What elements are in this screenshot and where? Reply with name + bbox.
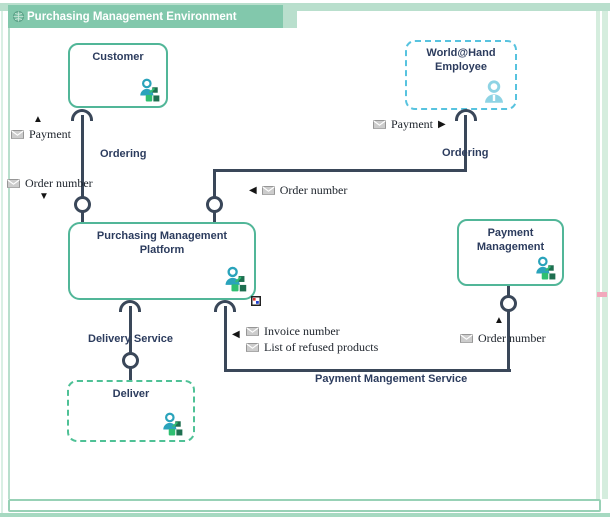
exchange-item-label: Order number	[279, 183, 348, 197]
edge-delivery-service-segment[interactable]	[129, 306, 132, 381]
diagram-title: Purchasing Management Environment	[27, 10, 237, 23]
provided-port-platform-ordering-right[interactable]	[206, 196, 223, 213]
edge-label-ordering-employee: Ordering	[442, 147, 489, 159]
exchange-item-group-payment-service: Invoice number List of refused products	[246, 324, 378, 355]
canvas-left-border	[8, 28, 10, 499]
arrow-down-icon: ▼	[39, 191, 49, 202]
globe-icon	[13, 11, 24, 22]
window-left-border	[1, 3, 3, 514]
envelope-icon	[246, 343, 259, 352]
edge-ordering-employee-segment-h[interactable]	[213, 169, 467, 172]
title-tab-tail	[283, 5, 297, 28]
node-label: World@Hand Employee	[426, 47, 496, 73]
actor-component-icon	[224, 266, 248, 292]
node-purchasing-platform[interactable]: Purchasing Management Platform	[68, 222, 256, 300]
node-label: Deliver	[112, 388, 150, 400]
window-bottom-border	[0, 513, 610, 517]
vertical-scrollbar-thumb[interactable]	[600, 11, 602, 499]
horizontal-scrollbar[interactable]	[8, 499, 601, 512]
node-customer[interactable]: Customer	[68, 43, 168, 108]
node-label: Payment Management	[476, 227, 545, 253]
arrow-up-icon: ▲	[33, 114, 43, 125]
node-label: Purchasing Management Platform	[96, 230, 228, 256]
envelope-icon	[373, 120, 386, 129]
exchange-item-order-number-employee: ◀ Order number	[249, 183, 347, 198]
actor-component-icon	[139, 78, 161, 102]
arrow-left-icon: ◀	[249, 184, 257, 196]
edge-payment-service-segment-v2[interactable]	[507, 286, 510, 372]
scrollbar-annotation-tick	[597, 292, 607, 297]
arrow-up-icon: ▲	[494, 315, 504, 326]
edge-label-delivery-service: Delivery Service	[88, 333, 174, 345]
required-port-platform-payment[interactable]	[214, 300, 236, 312]
required-port-customer[interactable]	[71, 109, 93, 121]
edge-label-payment-service: Payment Mangement Service	[315, 373, 468, 385]
edge-payment-service-segment-h[interactable]	[224, 369, 511, 372]
exchange-item-label: Payment	[29, 127, 71, 141]
exchange-item-invoice-number: Invoice number	[246, 324, 378, 339]
diagram-header-strip	[0, 3, 610, 11]
exchange-item-label: Invoice number	[264, 324, 340, 338]
exchange-item-order-number-customer: Order number	[7, 176, 93, 191]
diagram-badge-icon[interactable]	[251, 296, 261, 306]
diagram-title-tab[interactable]: Purchasing Management Environment	[8, 5, 283, 28]
edge-ordering-customer-segment[interactable]	[81, 115, 84, 224]
exchange-item-label: Order number	[25, 176, 93, 190]
exchange-item-label: Order number	[478, 331, 546, 345]
provided-port-platform-ordering-left[interactable]	[74, 196, 91, 213]
exchange-item-refused-products: List of refused products	[246, 340, 378, 355]
envelope-icon	[7, 179, 20, 188]
person-icon	[483, 80, 505, 104]
edge-payment-service-segment-v1[interactable]	[224, 306, 227, 372]
edge-ordering-employee-segment-v1[interactable]	[464, 115, 467, 172]
vertical-scrollbar[interactable]	[596, 11, 608, 499]
required-port-platform-delivery[interactable]	[119, 300, 141, 312]
node-label: Customer	[92, 51, 144, 63]
arrow-left-icon: ◀	[232, 329, 240, 340]
actor-component-icon	[162, 412, 184, 436]
exchange-item-payment-customer: Payment	[11, 127, 71, 142]
actor-component-icon	[535, 256, 557, 280]
envelope-icon	[460, 334, 473, 343]
exchange-item-payment-employee: Payment ▶	[373, 117, 446, 132]
exchange-item-label: Payment	[391, 117, 433, 131]
edge-label-ordering-customer: Ordering	[100, 148, 147, 160]
required-port-employee[interactable]	[455, 109, 477, 121]
exchange-item-label: List of refused products	[264, 340, 379, 354]
exchange-item-order-number-payment: Order number	[460, 331, 546, 346]
provided-port-deliver[interactable]	[122, 352, 139, 369]
node-deliver[interactable]: Deliver	[67, 380, 195, 442]
arrow-right-icon: ▶	[438, 118, 446, 130]
provided-port-payment-management[interactable]	[500, 295, 517, 312]
envelope-icon	[246, 327, 259, 336]
node-payment-management[interactable]: Payment Management	[457, 219, 564, 286]
envelope-icon	[11, 130, 24, 139]
envelope-icon	[261, 186, 275, 195]
node-worldhand-employee[interactable]: World@Hand Employee	[405, 40, 517, 110]
